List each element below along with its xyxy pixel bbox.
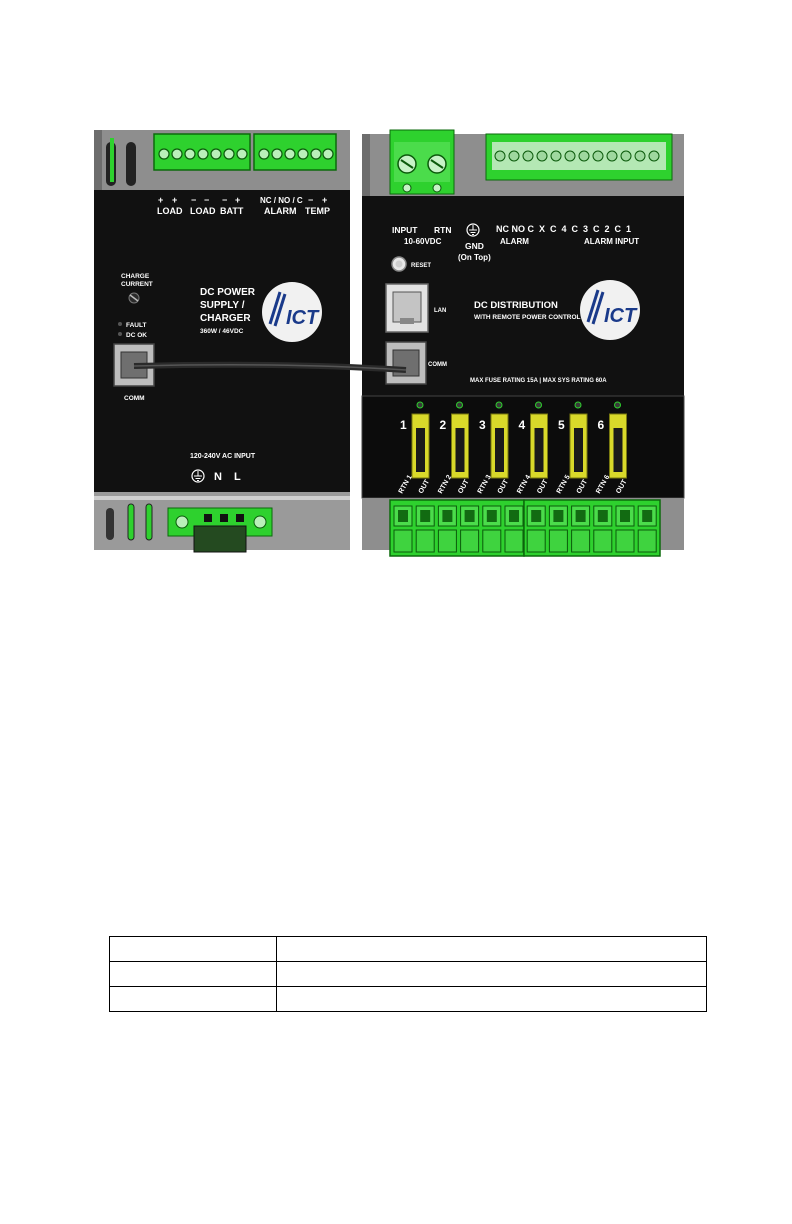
dist-label-alarm-input: ALARM INPUT	[584, 237, 639, 246]
psu-title-line3: CHARGER	[200, 313, 251, 324]
dc-ok-led-icon	[118, 332, 122, 336]
fuse-led-icon	[495, 401, 503, 409]
dist-fuse-rating: MAX FUSE RATING 15A | MAX SYS RATING 60A	[470, 378, 607, 384]
channel-number: 1	[400, 418, 407, 432]
psu-latch-right	[126, 142, 136, 186]
psu-label-minus3: −	[222, 195, 227, 205]
output-terminal[interactable]	[637, 505, 657, 553]
output-terminal-block	[389, 499, 661, 557]
dist-ict-logo: ICT	[580, 280, 640, 340]
psu-label-l: L	[234, 471, 241, 483]
psu-front-panel	[94, 190, 350, 492]
fuse-led-icon	[416, 401, 424, 409]
fuse-slot-1[interactable]: 1	[400, 401, 430, 479]
output-terminal[interactable]	[504, 505, 524, 553]
dist-label-reset: RESET	[411, 263, 431, 269]
output-terminal[interactable]	[615, 505, 635, 553]
power-input-terminal	[389, 129, 455, 195]
output-terminal[interactable]	[460, 505, 480, 553]
psu-label-n: N	[214, 471, 222, 483]
psu-label-temp: TEMP	[305, 206, 330, 216]
dc-distribution-unit: INPUT RTN 10-60VDC GND (On Top) NC NO C …	[361, 129, 685, 557]
dist-label-alarm-pins: NC NO C X C 4 C 3 C 2 C 1	[496, 224, 631, 234]
psu-rating: 360W / 46VDC	[200, 328, 244, 335]
psu-label-plus1: +	[158, 195, 163, 205]
fault-led-icon	[118, 322, 122, 326]
gnd-symbol-icon	[466, 223, 480, 237]
psu-label-current: CURRENT	[121, 281, 153, 288]
dc-power-supply-unit: + + LOAD − − LOAD − + BATT NC / NO / C A…	[94, 130, 350, 553]
dist-label-comm: COMM	[428, 362, 447, 368]
dist-label-gnd: GND	[465, 241, 484, 251]
psu-label-minus4: −	[308, 195, 313, 205]
fuse-slot-6[interactable]: 6	[598, 401, 627, 479]
output-terminal[interactable]	[482, 505, 502, 553]
reset-button[interactable]	[391, 256, 407, 272]
psu-label-load2: LOAD	[190, 206, 216, 216]
channel-number: 3	[479, 418, 486, 432]
psu-label-ncnoc: NC / NO / C	[260, 196, 303, 205]
psu-label-load1: LOAD	[157, 206, 183, 216]
psu-label-dcok: DC OK	[126, 332, 147, 339]
fuse-led-icon	[535, 401, 542, 409]
info-table	[109, 936, 707, 1012]
output-terminal[interactable]	[571, 505, 591, 553]
ground-symbol-icon	[191, 469, 205, 483]
output-block-right	[523, 499, 661, 557]
svg-text:ICT: ICT	[286, 307, 320, 329]
fuse-slot-2[interactable]: 2	[440, 401, 469, 479]
fuse-slot-4[interactable]: 4	[519, 401, 548, 479]
psu-title-line2: SUPPLY /	[200, 300, 245, 311]
fuse-led-icon	[574, 401, 582, 409]
psu-label-minus1: −	[191, 195, 196, 205]
table-row	[109, 961, 707, 987]
fuse-led-icon	[456, 401, 463, 409]
channel-number: 4	[519, 418, 526, 432]
svg-text:ICT: ICT	[604, 305, 638, 327]
dist-label-ontop: (On Top)	[458, 253, 491, 262]
psu-label-plus3: +	[235, 195, 240, 205]
psu-label-fault: FAULT	[126, 322, 146, 329]
dist-label-voltage: 10-60VDC	[404, 237, 442, 246]
dist-title: DC DISTRIBUTION	[474, 300, 558, 311]
output-terminal[interactable]	[548, 505, 568, 553]
dist-label-input: INPUT	[392, 225, 418, 235]
table-row	[109, 986, 707, 1012]
alarm-terminal-block	[485, 133, 673, 181]
dist-comm-port[interactable]	[385, 341, 427, 385]
psu-label-batt: BATT	[220, 206, 244, 216]
psu-title-line1: DC POWER	[200, 287, 256, 298]
psu-label-plus2: +	[172, 195, 177, 205]
channel-number: 2	[440, 418, 447, 432]
output-terminal[interactable]	[393, 505, 413, 553]
psu-label-charge: CHARGE	[121, 273, 150, 280]
dist-subtitle: WITH REMOTE POWER CONTROL	[474, 314, 581, 321]
psu-label-minus2: −	[204, 195, 209, 205]
psu-label-acinput: 120-240V AC INPUT	[190, 453, 256, 460]
output-terminal[interactable]	[437, 505, 457, 553]
dist-label-alarm: ALARM	[500, 237, 529, 246]
dist-label-rtn: RTN	[434, 225, 451, 235]
channel-number: 6	[598, 418, 605, 432]
output-terminal[interactable]	[415, 505, 435, 553]
psu-label-comm: COMM	[124, 395, 145, 402]
channel-number: 5	[558, 418, 565, 432]
psu-label-plus4: +	[322, 195, 327, 205]
fuse-led-icon	[614, 401, 621, 409]
output-terminal[interactable]	[526, 505, 546, 553]
ac-input-terminal-block	[167, 507, 273, 553]
fuse-slot-3[interactable]: 3	[479, 401, 509, 479]
psu-label-alarm: ALARM	[264, 206, 297, 216]
psu-top-terminal-block	[153, 133, 337, 171]
table-row	[109, 936, 707, 962]
equipment-figure: + + LOAD − − LOAD − + BATT NC / NO / C A…	[94, 128, 692, 560]
charge-current-knob-icon[interactable]	[128, 292, 140, 304]
fuse-slot-5[interactable]: 5	[558, 401, 588, 479]
lan-port[interactable]	[385, 283, 429, 333]
output-terminal[interactable]	[593, 505, 613, 553]
dist-label-lan: LAN	[434, 308, 446, 314]
psu-ict-logo: ICT	[262, 282, 322, 342]
